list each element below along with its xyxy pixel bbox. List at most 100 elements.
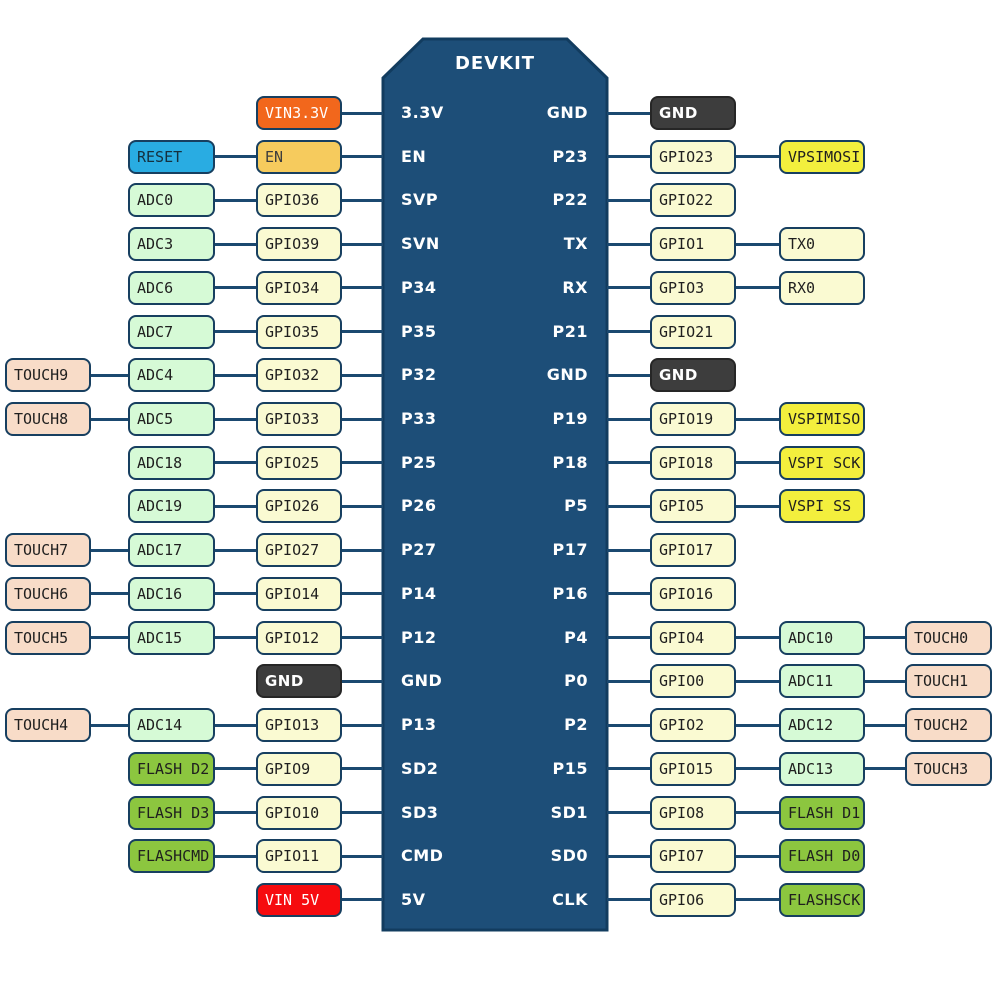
chip-pin-left-3-3v: 3.3V: [401, 103, 444, 122]
box-touch8: TOUCH8: [5, 402, 91, 436]
box-touch7: TOUCH7: [5, 533, 91, 567]
connector-line: [736, 636, 779, 639]
connector-line: [736, 461, 779, 464]
box-gnd: GND: [650, 358, 736, 392]
chip-pin-left-p13: P13: [401, 715, 437, 734]
box-gpio23: GPIO23: [650, 140, 736, 174]
connector-line: [342, 767, 383, 770]
box-flash-d3: FLASH D3: [128, 796, 215, 830]
connector-line: [215, 155, 256, 158]
connector-line: [736, 680, 779, 683]
box-gpio36: GPIO36: [256, 183, 342, 217]
connector-line: [342, 724, 383, 727]
box-adc3: ADC3: [128, 227, 215, 261]
connector-line: [607, 199, 650, 202]
connector-line: [215, 855, 256, 858]
chip-pin-right-gnd: GND: [546, 103, 588, 122]
box-gpio8: GPIO8: [650, 796, 736, 830]
connector-line: [736, 505, 779, 508]
box-touch0: TOUCH0: [905, 621, 992, 655]
box-gpio21: GPIO21: [650, 315, 736, 349]
box-gpio18: GPIO18: [650, 446, 736, 480]
connector-line: [607, 374, 650, 377]
connector-line: [736, 724, 779, 727]
box-rx0: RX0: [779, 271, 865, 305]
box-gpio5: GPIO5: [650, 489, 736, 523]
connector-line: [342, 243, 383, 246]
connector-line: [607, 592, 650, 595]
box-adc11: ADC11: [779, 664, 865, 698]
box-vpsimosi: VPSIMOSI: [779, 140, 865, 174]
connector-line: [342, 505, 383, 508]
box-gpio10: GPIO10: [256, 796, 342, 830]
box-gpio12: GPIO12: [256, 621, 342, 655]
chip-pin-left-p26: P26: [401, 496, 437, 515]
box-gpio13: GPIO13: [256, 708, 342, 742]
connector-line: [91, 549, 128, 552]
connector-line: [342, 680, 383, 683]
chip-pin-right-p2: P2: [564, 715, 588, 734]
box-adc4: ADC4: [128, 358, 215, 392]
connector-line: [607, 636, 650, 639]
chip-pin-right-p19: P19: [552, 409, 588, 428]
box-gpio4: GPIO4: [650, 621, 736, 655]
connector-line: [215, 767, 256, 770]
chip-body: [381, 37, 609, 932]
connector-line: [342, 199, 383, 202]
box-adc12: ADC12: [779, 708, 865, 742]
connector-line: [607, 767, 650, 770]
connector-line: [91, 592, 128, 595]
connector-line: [607, 680, 650, 683]
box-touch2: TOUCH2: [905, 708, 992, 742]
connector-line: [865, 724, 905, 727]
box-gnd: GND: [650, 96, 736, 130]
connector-line: [215, 505, 256, 508]
box-gpio27: GPIO27: [256, 533, 342, 567]
box-flashsck: FLASHSCK: [779, 883, 865, 917]
connector-line: [215, 330, 256, 333]
chip-pin-left-p35: P35: [401, 322, 437, 341]
box-gpio22: GPIO22: [650, 183, 736, 217]
box-adc14: ADC14: [128, 708, 215, 742]
chip-pin-right-sd0: SD0: [550, 846, 588, 865]
connector-line: [342, 811, 383, 814]
chip-pin-left-p33: P33: [401, 409, 437, 428]
connector-line: [607, 855, 650, 858]
box-adc10: ADC10: [779, 621, 865, 655]
connector-line: [215, 286, 256, 289]
box-adc19: ADC19: [128, 489, 215, 523]
connector-line: [342, 418, 383, 421]
connector-line: [607, 286, 650, 289]
connector-line: [736, 767, 779, 770]
chip-pin-right-p15: P15: [552, 759, 588, 778]
connector-line: [215, 461, 256, 464]
box-gpio7: GPIO7: [650, 839, 736, 873]
box-touch9: TOUCH9: [5, 358, 91, 392]
box-gpio33: GPIO33: [256, 402, 342, 436]
box-gpio26: GPIO26: [256, 489, 342, 523]
connector-line: [736, 811, 779, 814]
box-gpio19: GPIO19: [650, 402, 736, 436]
chip-pin-left-5v: 5V: [401, 890, 426, 909]
connector-line: [342, 549, 383, 552]
box-gpio34: GPIO34: [256, 271, 342, 305]
connector-line: [215, 243, 256, 246]
chip-pin-left-p12: P12: [401, 628, 437, 647]
connector-line: [736, 243, 779, 246]
connector-line: [215, 724, 256, 727]
connector-line: [342, 112, 383, 115]
chip-pin-right-sd1: SD1: [550, 803, 588, 822]
connector-line: [865, 680, 905, 683]
box-gpio2: GPIO2: [650, 708, 736, 742]
connector-line: [607, 243, 650, 246]
box-vspimiso: VSPIMISO: [779, 402, 865, 436]
connector-line: [342, 898, 383, 901]
box-vspi-sck: VSPI SCK: [779, 446, 865, 480]
connector-line: [91, 418, 128, 421]
chip-pin-left-p25: P25: [401, 453, 437, 472]
box-flashcmd: FLASHCMD: [128, 839, 215, 873]
box-adc0: ADC0: [128, 183, 215, 217]
connector-line: [607, 155, 650, 158]
chip-pin-right-p4: P4: [564, 628, 588, 647]
connector-line: [342, 461, 383, 464]
